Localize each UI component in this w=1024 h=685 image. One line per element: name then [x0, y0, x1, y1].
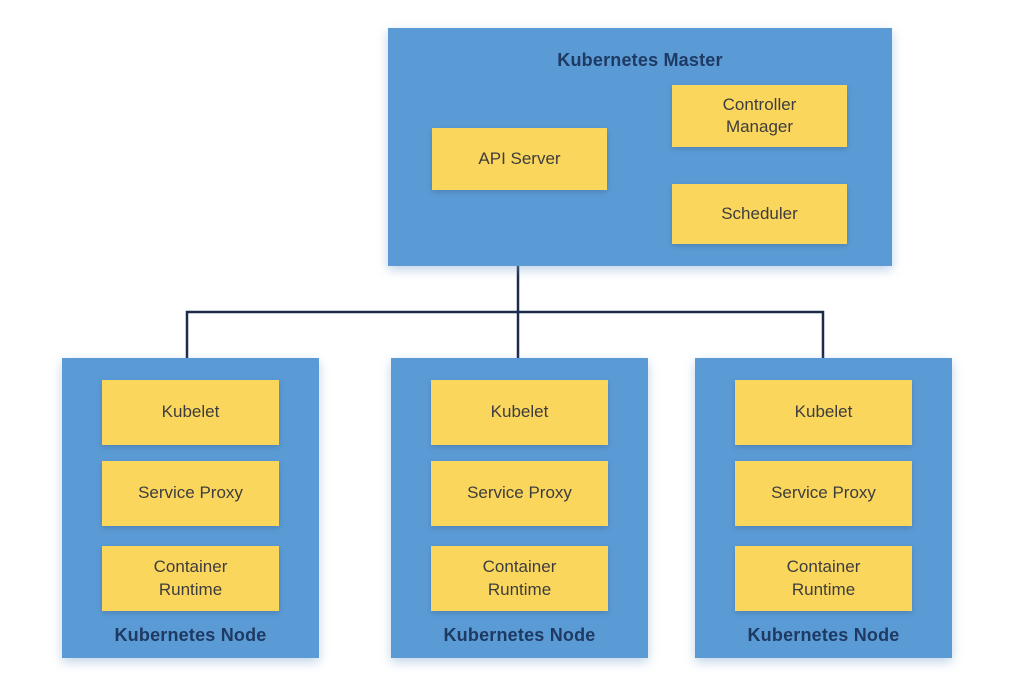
- container-runtime-label: Container Runtime: [786, 557, 861, 599]
- kubelet-box: Kubelet: [735, 380, 912, 445]
- service-proxy-box: Service Proxy: [735, 461, 912, 526]
- controller-manager-box: Controller Manager: [672, 85, 847, 147]
- kubelet-label: Kubelet: [161, 402, 220, 422]
- node-3-title: Kubernetes Node: [747, 625, 900, 645]
- container-runtime-label: Container Runtime: [482, 557, 557, 599]
- service-proxy-label: Service Proxy: [138, 483, 243, 503]
- container-runtime-box: Container Runtime: [431, 546, 608, 611]
- service-proxy-label: Service Proxy: [467, 483, 572, 503]
- controller-manager-label: Controller Manager: [722, 94, 797, 136]
- kubelet-label: Kubelet: [794, 402, 853, 422]
- container-runtime-box: Container Runtime: [735, 546, 912, 611]
- master-title: Kubernetes Master: [557, 50, 723, 70]
- kubernetes-master-group: Kubernetes Master API Server Controller …: [388, 28, 892, 266]
- node-2-title: Kubernetes Node: [443, 625, 596, 645]
- scheduler-label: Scheduler: [721, 203, 798, 223]
- kubernetes-node-1-group: Kubelet Service Proxy Container Runtime …: [62, 358, 319, 658]
- api-server-label: API Server: [478, 148, 561, 168]
- container-runtime-box: Container Runtime: [102, 546, 279, 611]
- container-runtime-label: Container Runtime: [153, 557, 228, 599]
- kubelet-box: Kubelet: [431, 380, 608, 445]
- service-proxy-label: Service Proxy: [771, 483, 876, 503]
- kubernetes-node-3-group: Kubelet Service Proxy Container Runtime …: [695, 358, 952, 658]
- service-proxy-box: Service Proxy: [102, 461, 279, 526]
- kubernetes-node-2-group: Kubelet Service Proxy Container Runtime …: [391, 358, 648, 658]
- service-proxy-box: Service Proxy: [431, 461, 608, 526]
- api-server-box: API Server: [432, 128, 607, 190]
- kubelet-label: Kubelet: [490, 402, 549, 422]
- node-1-title: Kubernetes Node: [114, 625, 267, 645]
- scheduler-box: Scheduler: [672, 184, 847, 244]
- kubelet-box: Kubelet: [102, 380, 279, 445]
